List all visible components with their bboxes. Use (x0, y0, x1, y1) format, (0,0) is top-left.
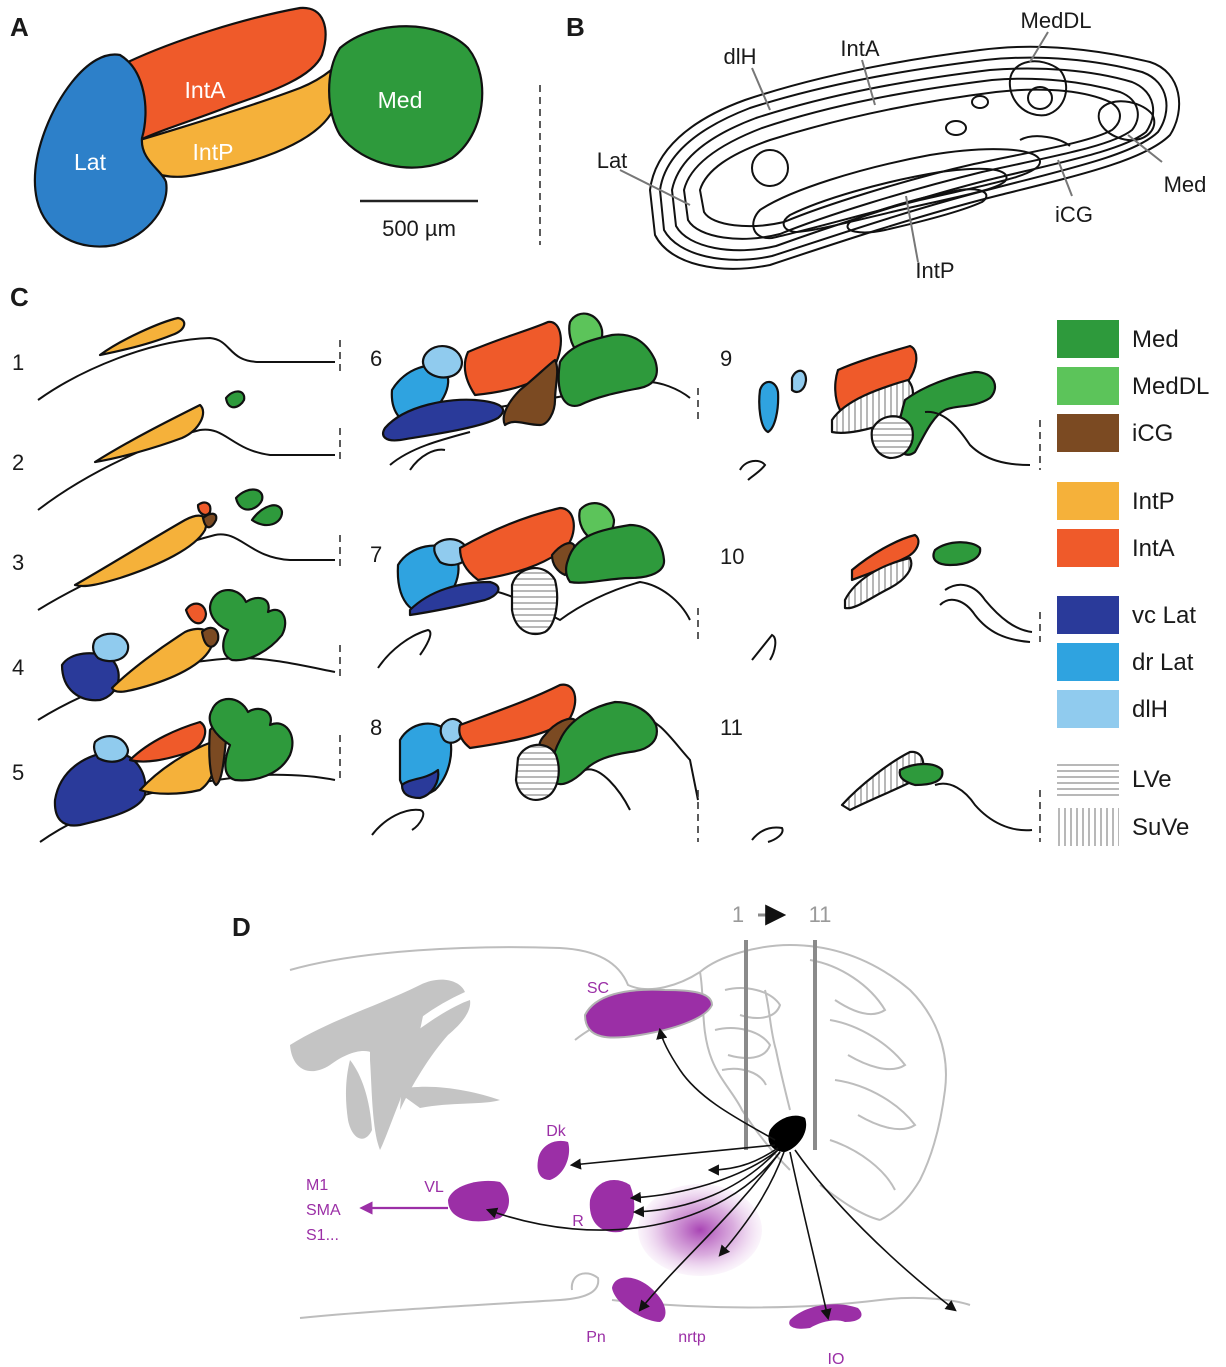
legend-swatch (1057, 529, 1119, 567)
legend-label: IntP (1132, 488, 1175, 515)
section-number: 9 (720, 346, 732, 371)
legend-label: dlH (1132, 696, 1168, 723)
slice-end-label: 11 (809, 902, 832, 927)
legend: Med MedDL iCG IntP IntA vc Lat (1057, 320, 1209, 846)
section-number: 6 (370, 346, 382, 371)
legend-swatch (1057, 367, 1119, 405)
legend-item-meddl: MedDL (1057, 367, 1209, 405)
section-number: 2 (12, 450, 24, 475)
pn-label: Pn (586, 1329, 606, 1346)
legend-label: IntA (1132, 535, 1175, 562)
legend-swatch (1057, 320, 1119, 358)
legend-swatch (1057, 690, 1119, 728)
legend-label: dr Lat (1132, 649, 1194, 676)
nrtp-label: nrtp (678, 1329, 706, 1346)
section-number: 4 (12, 655, 24, 680)
section-3: 3 (12, 490, 340, 610)
nuclei-source (768, 1116, 806, 1152)
legend-label: MedDL (1132, 373, 1209, 400)
section-number: 1 (12, 350, 24, 375)
panel-c-letter: C (10, 282, 29, 312)
legend-item-icg: iCG (1057, 414, 1173, 452)
section-2: 2 (12, 391, 340, 510)
med-label-b: Med (1164, 172, 1207, 197)
serial-contours (650, 47, 1179, 269)
panel-d-letter: D (232, 912, 251, 942)
legend-swatch (1057, 596, 1119, 634)
legend-item-intp: IntP (1057, 482, 1175, 520)
legend-swatch (1057, 643, 1119, 681)
legend-item-lve: LVe (1057, 760, 1172, 798)
lat-label: Lat (74, 149, 107, 175)
lat-label-b: Lat (597, 148, 628, 173)
section-1: 1 (12, 318, 340, 400)
section-number: 8 (370, 715, 382, 740)
legend-label: SuVe (1132, 814, 1189, 841)
section-7: 7 (370, 503, 698, 668)
icg-label-b: iCG (1055, 202, 1093, 227)
legend-item-med: Med (1057, 320, 1179, 358)
legend-label: vc Lat (1132, 602, 1196, 629)
legend-item-vc-lat: vc Lat (1057, 596, 1196, 634)
r-target (590, 1180, 635, 1232)
panel-d: D 1 (232, 902, 970, 1367)
pn-target (612, 1277, 665, 1322)
inta-label: IntA (185, 77, 227, 103)
r-label: R (572, 1213, 584, 1230)
intp-label: IntP (193, 139, 234, 165)
section-8: 8 (370, 685, 698, 842)
panel-b-letter: B (566, 12, 585, 42)
legend-item-dlh: dlH (1057, 690, 1168, 728)
legend-swatch (1057, 808, 1119, 846)
scale-bar-label: 500 µm (382, 216, 456, 241)
section-6: 6 (370, 314, 698, 470)
dlh-label: dlH (723, 44, 756, 69)
vl-label: VL (424, 1179, 444, 1196)
section-5: 5 (12, 699, 340, 842)
panel-a-letter: A (10, 12, 29, 42)
panel-a: A Lat IntA IntP Med 500 µm (10, 8, 540, 247)
section-number: 5 (12, 760, 24, 785)
section-10: 10 (720, 535, 1040, 660)
section-11: 11 (720, 715, 1040, 842)
legend-swatch (1057, 760, 1119, 798)
section-9: 9 (720, 346, 1040, 480)
legend-swatch (1057, 414, 1119, 452)
meddl-label: MedDL (1021, 8, 1092, 33)
legend-item-dr-lat: dr Lat (1057, 643, 1194, 681)
io-label: IO (828, 1351, 845, 1367)
section-number: 11 (720, 715, 743, 740)
section-4: 4 (12, 590, 340, 720)
slice-start-label: 1 (732, 902, 744, 927)
intp-label-b: IntP (915, 258, 954, 283)
legend-swatch (1057, 482, 1119, 520)
section-number: 10 (720, 544, 744, 569)
sc-label: SC (587, 980, 609, 997)
legend-label: Med (1132, 326, 1179, 353)
dk-target (538, 1141, 570, 1180)
lat-leader (620, 170, 690, 205)
cortex-target-s1: S1... (306, 1227, 339, 1244)
section-number: 7 (370, 542, 382, 567)
legend-label: LVe (1132, 766, 1172, 793)
section-number: 3 (12, 550, 24, 575)
inta-label-b: IntA (840, 36, 879, 61)
panel-c: C 1 2 3 4 (10, 282, 1209, 846)
cortex-target-sma: SMA (306, 1202, 341, 1219)
cortex-target-m1: M1 (306, 1177, 328, 1194)
panel-b: B dlH IntA MedDL Lat Med i (566, 8, 1206, 283)
med-label: Med (378, 87, 423, 113)
slice-range-indicator: 1 11 (732, 902, 832, 1150)
legend-item-inta: IntA (1057, 529, 1175, 567)
dk-label: Dk (546, 1123, 567, 1140)
forebrain-structures (290, 980, 500, 1150)
legend-item-suve: SuVe (1057, 808, 1189, 846)
legend-label: iCG (1132, 420, 1173, 447)
vl-target (448, 1181, 509, 1221)
